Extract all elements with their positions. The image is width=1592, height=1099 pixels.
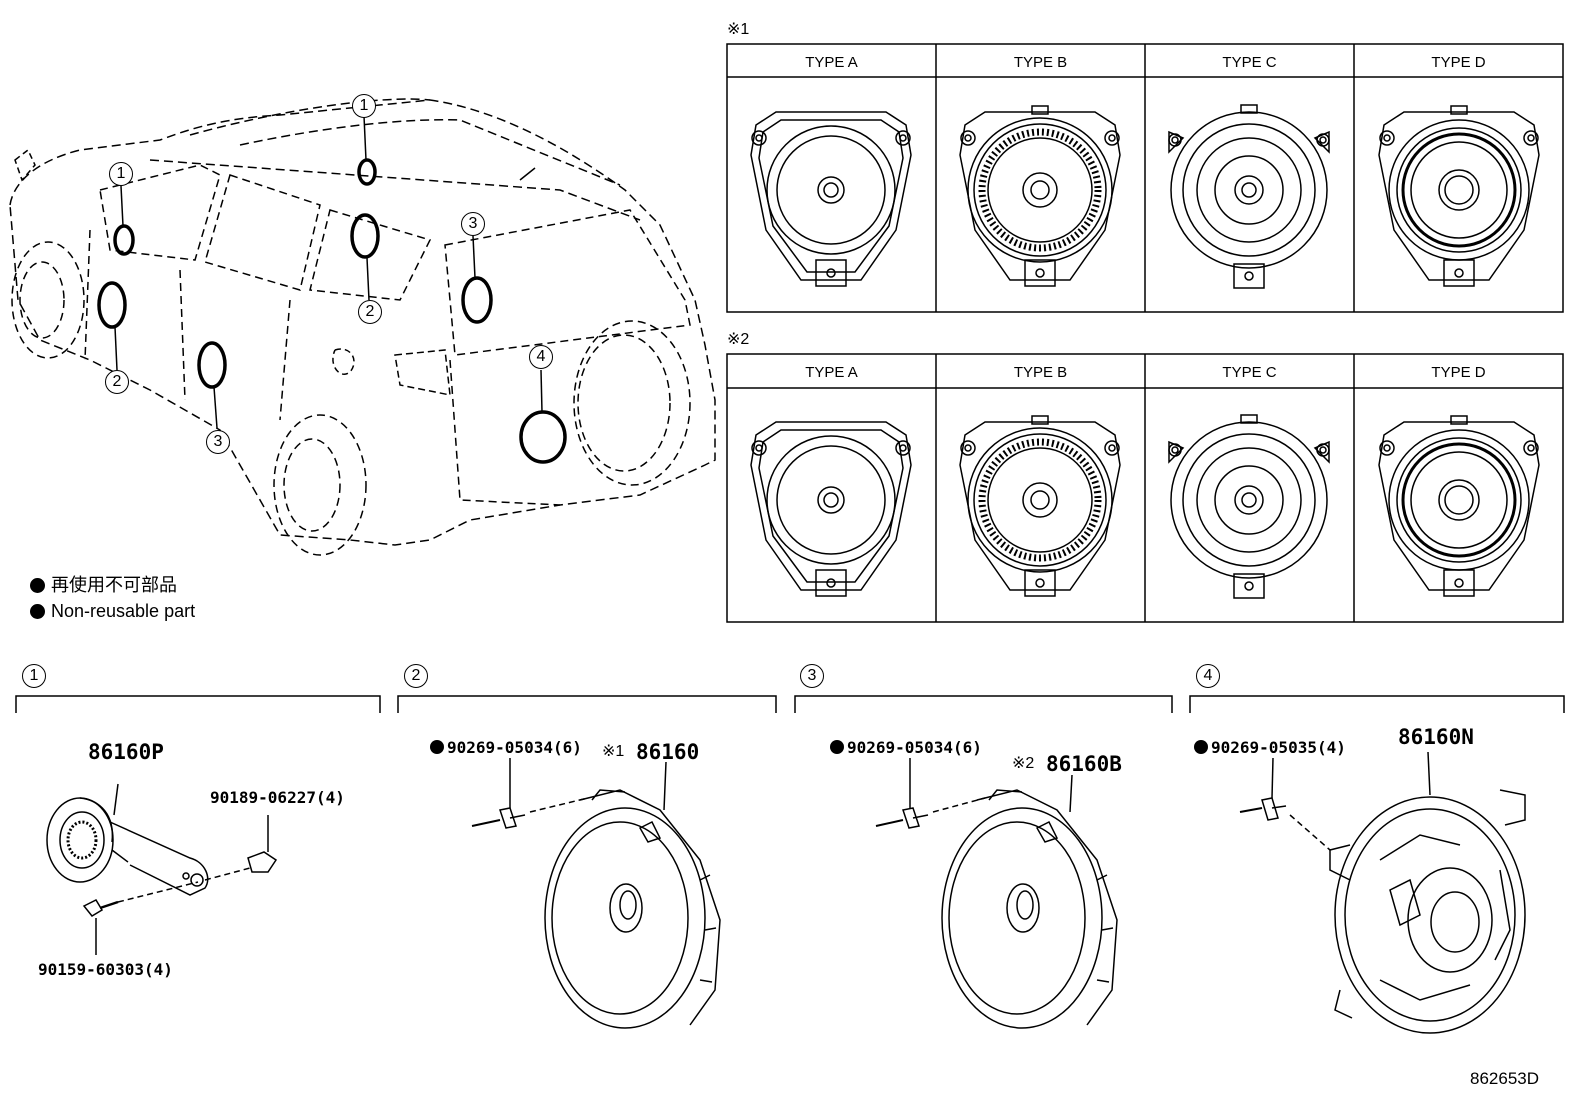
vehicle-callout-1-roof: 1 [352,94,376,118]
section-brackets [15,695,1565,713]
vehicle-callout-4-back-door: 4 [529,345,553,369]
type-2-c-speaker [1168,414,1330,599]
type-header-c: TYPE C [1222,54,1277,71]
type-header-d: TYPE D [1431,54,1486,71]
part-86160b-label: 86160B [1046,752,1122,776]
non-reusable-dot-icon [430,740,444,754]
type-header-a: TYPE A [805,54,858,71]
part-90269-05034-label-s3: 90269-05034(6) [830,740,982,756]
type-header-b: TYPE B [1013,364,1068,381]
section-4-number: 4 [1196,664,1220,688]
section-3-number: 3 [800,664,824,688]
vehicle-illustration [9,98,716,556]
type-table-1-grid [726,43,1564,313]
diagram-id: 862653D [1470,1069,1540,1088]
type-header-d: TYPE D [1431,364,1486,381]
section-2-number: 2 [404,664,428,688]
non-reusable-dot-icon [1194,740,1208,754]
part-90159-60303-label: 90159-60303(4) [38,960,173,979]
section-2-type-marker: ※1 [602,743,625,760]
speaker-86160n-drawing [1239,751,1526,1034]
speaker-location-front-door [97,281,127,329]
vehicle-callout-1-front: 1 [109,162,133,186]
type-1-d-speaker [1377,104,1541,288]
type-header-a: TYPE A [805,364,858,381]
type-table-2-header-row: TYPE A TYPE B TYPE C TYPE D [727,354,1563,388]
part-90269-05035-label: 90269-05035(4) [1194,740,1346,756]
type-header-c: TYPE C [1222,364,1277,381]
part-86160p-label: 86160P [88,740,164,764]
part-86160-label: 86160 [636,740,700,764]
type-1-a-speaker [750,111,912,287]
vehicle-callout-2-mid: 2 [358,300,382,324]
type-table-1-header-row: TYPE A TYPE B TYPE C TYPE D [727,44,1563,77]
type-2-d-speaker [1377,414,1541,598]
non-reusable-dot-icon [30,604,45,619]
non-reusable-dot-icon [830,740,844,754]
type-2-b-speaker [960,416,1120,596]
legend-en: Non-reusable part [30,602,195,620]
type-1-b-speaker [960,106,1120,286]
section-1-number: 1 [22,664,46,688]
legend-jp: 再使用不可部品 [30,576,177,594]
type-table-1-marker: ※1 [727,21,750,38]
speaker-location-mid [350,213,380,259]
part-86160n-label: 86160N [1398,725,1474,749]
tweeter-86160p-drawing [46,783,278,955]
vehicle-callout-2-front: 2 [105,370,129,394]
speaker-86160-drawing [471,758,721,1029]
speaker-location-front-tweeter [113,224,135,256]
non-reusable-dot-icon [30,578,45,593]
type-table-2-marker: ※2 [727,331,750,348]
vehicle-callout-3-rear-quarter: 3 [461,212,485,236]
part-90269-05034-label-s2: 90269-05034(6) [430,740,582,756]
type-header-b: TYPE B [1013,54,1068,71]
speaker-location-rear-door [197,341,227,389]
type-1-c-speaker [1168,104,1330,289]
part-90189-06227-label: 90189-06227(4) [210,788,345,807]
speaker-location-roof [357,158,377,186]
speaker-86160b-drawing [875,758,1118,1029]
speaker-location-back-door [519,410,567,464]
type-table-2-grid [726,353,1564,623]
vehicle-callout-3-rear-door: 3 [206,430,230,454]
section-3-type-marker: ※2 [1012,755,1035,772]
type-2-a-speaker [750,421,912,597]
speaker-location-rear-quarter [461,276,493,324]
